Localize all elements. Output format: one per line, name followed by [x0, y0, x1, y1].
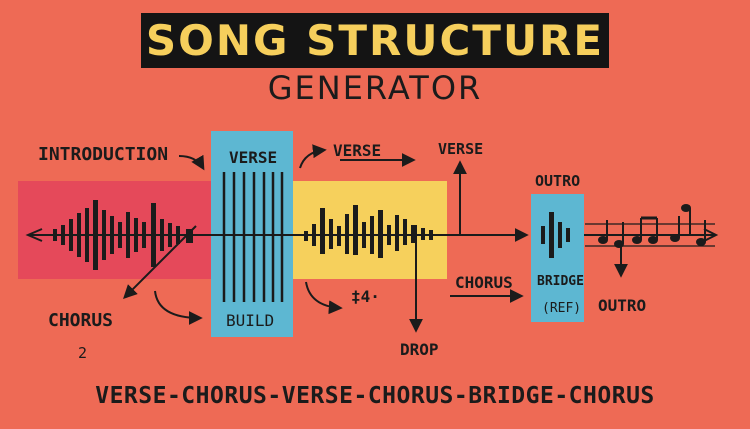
intro-panel	[18, 181, 216, 279]
label-introduction: INTRODUCTION	[38, 144, 169, 165]
intro-waveform	[53, 200, 193, 270]
arrow-verse-curve	[299, 144, 327, 169]
arrow-left-icon	[25, 228, 43, 242]
build-lines	[222, 172, 284, 302]
arrow-right-icon	[703, 228, 719, 242]
arrow-chorus-diagonal	[123, 225, 197, 299]
label-verse-top: VERSE	[438, 140, 484, 158]
label-bridge: BRIDGE	[537, 274, 584, 289]
label-marker: ‡4·	[351, 287, 380, 306]
label-verse-box: VERSE	[229, 148, 278, 167]
label-chorus-number: 2	[78, 344, 88, 362]
label-build: BUILD	[226, 311, 275, 330]
arrow-marker-curve	[305, 281, 343, 315]
title: SONG STRUCTURE	[145, 15, 605, 65]
structure-formula: VERSE-CHORUS-VERSE-CHORUS-BRIDGE-CHORUS	[95, 383, 655, 409]
label-ref: (REF)	[542, 301, 582, 316]
connector-arrows	[123, 144, 628, 333]
arrow-build	[154, 290, 203, 325]
label-chorus-left: CHORUS	[48, 310, 114, 331]
bridge-waveform	[541, 212, 570, 258]
label-chorus-right: CHORUS	[455, 273, 513, 292]
bridge-panel	[531, 194, 584, 322]
arrow-introduction	[178, 154, 205, 171]
label-drop: DROP	[400, 340, 439, 359]
label-outro-bottom: OUTRO	[598, 296, 647, 315]
chorus-waveform	[304, 205, 433, 258]
music-notes-icon	[585, 204, 715, 248]
label-verse-arrow: VERSE	[333, 141, 382, 160]
title-banner: SONG STRUCTURE	[141, 13, 609, 68]
label-outro-top: OUTRO	[535, 172, 581, 190]
subtitle: GENERATOR	[267, 69, 483, 107]
